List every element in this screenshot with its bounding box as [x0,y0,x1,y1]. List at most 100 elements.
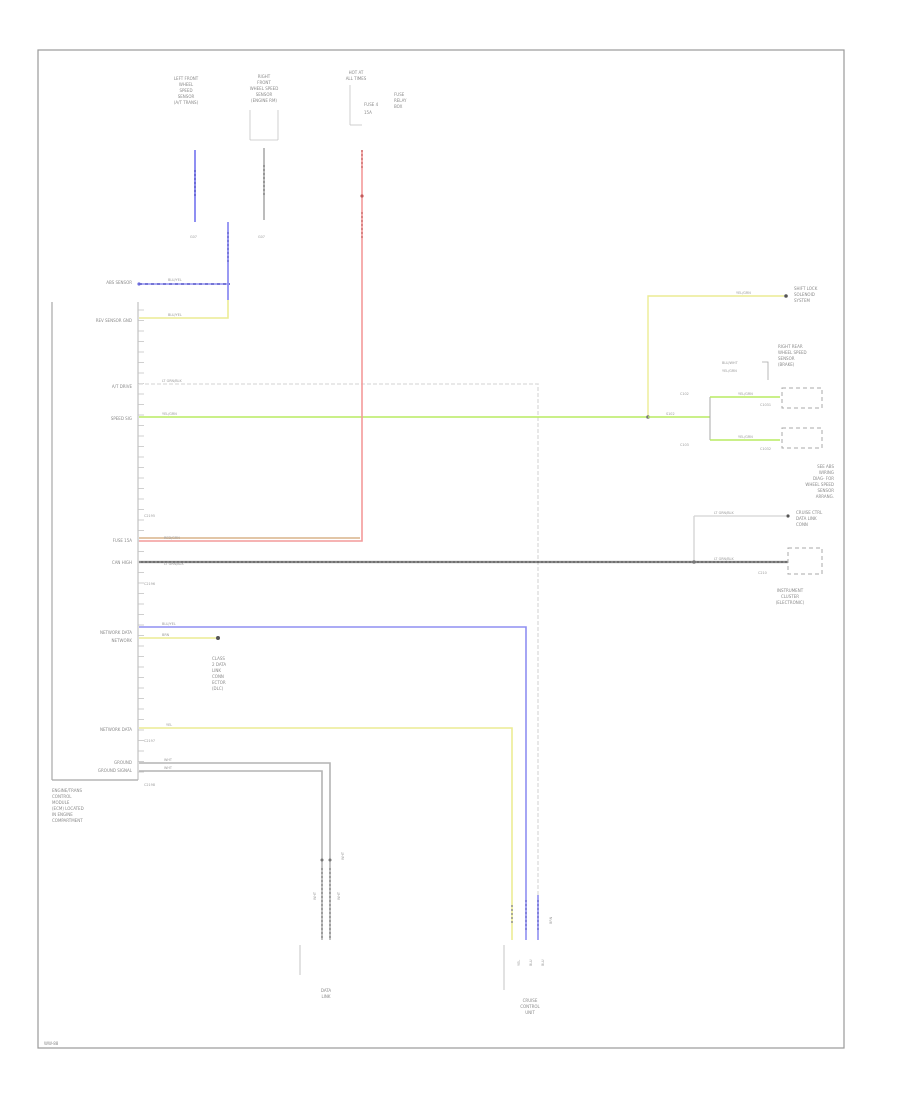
svg-text:CRUISE: CRUISE [523,998,538,1003]
svg-text:LT GRN/BLK: LT GRN/BLK [164,562,184,566]
svg-text:C1031: C1031 [760,403,771,407]
svg-text:BLU/YEL: BLU/YEL [168,313,182,317]
svg-text:A/T DRIVE: A/T DRIVE [112,384,133,389]
svg-text:ECTOR: ECTOR [212,680,226,685]
svg-text:YEL: YEL [517,960,521,966]
data-link-connector: WHT WHT WHT DATA LINK [299,840,345,999]
svg-text:YEL/GRN: YEL/GRN [738,392,753,396]
svg-text:C103: C103 [680,443,689,447]
right-lower-connectors: LT GRN/BLK CRUISE CTRL DATA LINK CONN LT… [692,510,823,605]
svg-text:SPEED SIG: SPEED SIG [111,416,132,421]
svg-text:INSTRUMENT: INSTRUMENT [777,588,804,593]
svg-text:NETWORK: NETWORK [112,638,133,643]
svg-text:WHEEL SPEED: WHEEL SPEED [250,86,279,91]
svg-text:WIRING: WIRING [819,470,834,475]
svg-text:YEL/GRN: YEL/GRN [722,369,737,373]
svg-text:LT GRN/BLK: LT GRN/BLK [714,557,734,561]
svg-text:SENSOR: SENSOR [778,356,795,361]
svg-text:LINK: LINK [212,668,221,673]
svg-text:WHT: WHT [164,758,173,762]
wire-blue-low: BLU/YEL [139,622,527,895]
cruise-control-unit: YEL BLU BLU BRN CRUISE CONTROL UNIT [503,895,553,1015]
svg-text:SOLENOID: SOLENOID [794,292,815,297]
svg-text:BLU: BLU [529,959,533,966]
wire-gray-mid: LT GRN/BLK [139,379,539,895]
wire-green: YEL/GRN [139,412,648,418]
svg-text:YEL: YEL [166,723,172,727]
wire-yellow-top: BLU/YEL [139,300,229,319]
svg-text:SENSOR: SENSOR [817,488,834,493]
wire-brown-ground: BRN CLASS 2 DATA LINK CONN ECTOR (DLC) [139,633,226,691]
svg-text:ALL TIMES: ALL TIMES [346,76,367,81]
svg-text:C2198: C2198 [144,783,155,787]
svg-text:SENSOR: SENSOR [256,92,273,97]
svg-text:CAN HIGH: CAN HIGH [112,560,132,565]
svg-text:WHEEL SPEED: WHEEL SPEED [805,482,834,487]
svg-text:C210: C210 [758,571,767,575]
wire-yellow-low: YEL [139,723,513,895]
svg-text:GROUND: GROUND [114,760,132,765]
svg-text:IN ENGINE: IN ENGINE [52,812,73,817]
svg-text:(ECM) LOCATED: (ECM) LOCATED [52,806,84,811]
svg-text:SEE ABS: SEE ABS [817,464,834,469]
svg-text:GROUND SIGNAL: GROUND SIGNAL [98,768,133,773]
svg-text:FRONT: FRONT [257,80,271,85]
svg-text:SHIFT LOCK: SHIFT LOCK [794,286,818,291]
svg-text:WHT: WHT [337,891,341,900]
wire-blue-dashed: BLU/YEL [137,278,230,286]
svg-text:DATA LINK: DATA LINK [796,516,817,521]
svg-text:S102: S102 [666,412,675,416]
svg-text:COMPARTMENT: COMPARTMENT [52,818,83,823]
svg-text:BRN: BRN [162,633,170,637]
diagram-frame [37,49,845,1049]
svg-text:BLU: BLU [541,959,545,966]
fuse-block: HOT AT ALL TIMES FUSE 4 15A FUSE RELAY B… [346,70,407,126]
svg-text:WHEEL SPEED: WHEEL SPEED [778,350,807,355]
svg-text:BLU/WHT: BLU/WHT [722,361,739,365]
svg-text:CLASS: CLASS [212,656,225,661]
svg-text:G07: G07 [258,235,265,239]
svg-text:2 DATA: 2 DATA [212,662,226,667]
svg-text:(BRAKE): (BRAKE) [778,362,795,367]
svg-text:YEL/GRN: YEL/GRN [162,412,177,416]
svg-text:(DLC): (DLC) [212,686,224,691]
svg-text:ABS SENSOR: ABS SENSOR [106,280,132,285]
svg-text:YEL/GRN: YEL/GRN [736,291,751,295]
left-front-wheel-speed-sensor: LEFT FRONT WHEEL SPEED SENSOR (A/T TRANS… [174,76,199,105]
svg-text:(A/T TRANS): (A/T TRANS) [174,100,199,105]
svg-text:DATA: DATA [321,988,332,993]
svg-text:FUSE 15A: FUSE 15A [113,538,133,543]
svg-text:RELAY: RELAY [394,98,407,103]
wire-red: RED/GRN [139,150,364,542]
svg-text:YEL/GRN: YEL/GRN [738,435,753,439]
svg-text:CONN: CONN [212,674,224,679]
svg-text:BLU/YEL: BLU/YEL [168,278,182,282]
svg-text:WHEEL: WHEEL [179,82,194,87]
svg-text:RIGHT: RIGHT [258,74,271,79]
svg-text:G07: G07 [190,235,197,239]
diagram-id: WW-88 [44,1041,59,1046]
svg-text:RED/GRN: RED/GRN [164,536,180,540]
svg-text:FUSE 4: FUSE 4 [364,102,379,107]
svg-text:C2195: C2195 [144,514,155,518]
svg-text:BLU/YEL: BLU/YEL [162,622,176,626]
svg-text:ARRANG.: ARRANG. [816,494,834,499]
svg-text:SENSOR: SENSOR [178,94,195,99]
svg-text:CONN: CONN [796,522,808,527]
svg-text:C2197: C2197 [144,739,155,743]
svg-text:LT GRN/BLK: LT GRN/BLK [714,511,734,515]
svg-text:UNIT: UNIT [525,1010,535,1015]
svg-text:LT GRN/BLK: LT GRN/BLK [162,379,182,383]
svg-text:BOX: BOX [394,104,403,109]
svg-text:C2196: C2196 [144,582,155,586]
svg-text:C102: C102 [680,392,689,396]
wire-dark-data: LT GRN/BLK [139,560,788,566]
svg-text:WHT: WHT [341,851,345,860]
svg-text:NETWORK DATA: NETWORK DATA [100,630,132,635]
wire-gray-pair: WHT WHT [139,758,331,840]
svg-text:15A: 15A [364,110,372,115]
svg-text:HOT AT: HOT AT [349,70,364,75]
svg-text:(ELECTRONIC): (ELECTRONIC) [776,600,805,605]
svg-text:DIAG- FOR: DIAG- FOR [813,476,834,481]
